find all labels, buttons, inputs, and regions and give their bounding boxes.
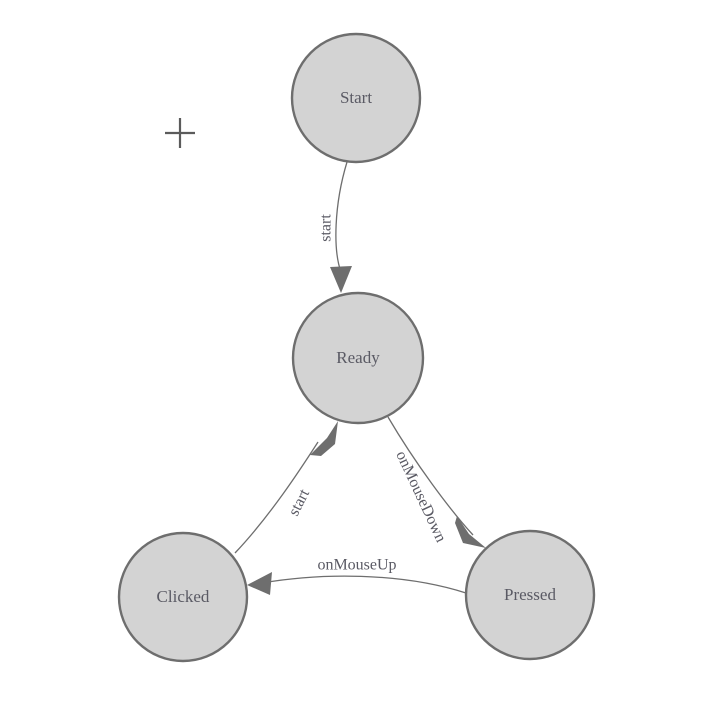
node-ready-label: Ready bbox=[336, 348, 380, 367]
node-ready[interactable]: Ready bbox=[291, 291, 425, 425]
edge-path-pressed-to-clicked[interactable] bbox=[261, 575, 467, 594]
node-pressed[interactable]: Pressed bbox=[464, 529, 596, 661]
node-clicked-circle[interactable] bbox=[117, 531, 249, 663]
edge-path-clicked-to-ready[interactable] bbox=[234, 441, 319, 554]
arrowhead-start-to-ready bbox=[330, 266, 352, 293]
arrowhead-clicked-to-ready bbox=[310, 421, 338, 456]
edge-start-to-ready[interactable]: start bbox=[318, 161, 352, 293]
edge-path-start-to-ready[interactable] bbox=[335, 161, 348, 273]
arrowhead-pressed-to-clicked bbox=[247, 572, 272, 595]
node-start[interactable]: Start bbox=[290, 32, 422, 164]
edge-clicked-to-ready[interactable]: start bbox=[234, 421, 338, 554]
node-pressed-circle[interactable] bbox=[464, 529, 596, 661]
node-ready-circle[interactable] bbox=[291, 291, 425, 425]
arrowhead-ready-to-pressed bbox=[455, 516, 486, 548]
node-clicked[interactable]: Clicked bbox=[117, 531, 249, 663]
node-start-label: Start bbox=[340, 88, 372, 107]
node-pressed-label: Pressed bbox=[504, 585, 556, 604]
edge-ready-to-pressed[interactable]: onMouseDown bbox=[387, 416, 486, 548]
edge-path-ready-to-pressed[interactable] bbox=[387, 416, 474, 536]
edge-label-pressed-to-clicked: onMouseUp bbox=[317, 557, 396, 574]
edge-pressed-to-clicked[interactable]: onMouseUp bbox=[247, 557, 467, 595]
edge-label-start-to-ready: start bbox=[318, 214, 335, 242]
node-start-circle[interactable] bbox=[290, 32, 422, 164]
crosshair-icon bbox=[165, 118, 195, 148]
node-clicked-label: Clicked bbox=[157, 587, 210, 606]
edge-label-clicked-to-ready: start bbox=[285, 486, 313, 519]
